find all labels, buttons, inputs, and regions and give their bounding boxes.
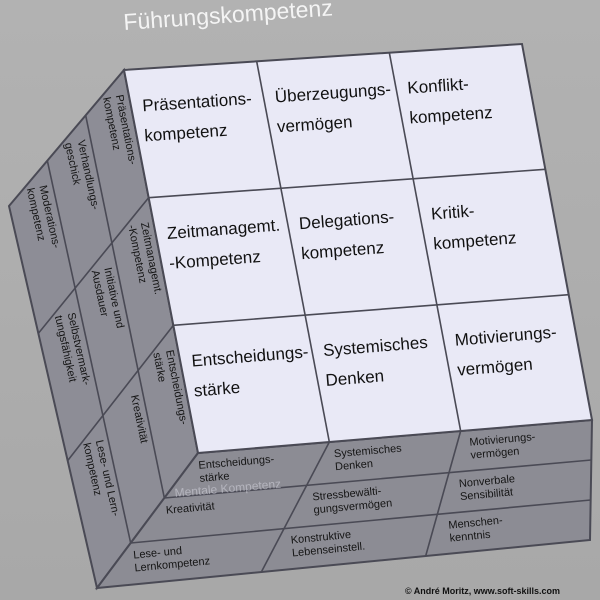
- bottom-cell-label-line: Motivierungs-: [469, 431, 536, 449]
- bottom-row-line-2: [130, 499, 591, 544]
- front-cell-label: Kritik-kompetenz: [430, 198, 517, 253]
- bottom-cell-label-line: kenntnis: [449, 529, 491, 545]
- bottom-cell-label-line: vermögen: [470, 446, 520, 462]
- bottom-cell-label-line: Nonverbale: [458, 473, 515, 490]
- bottom-cell-label: SystemischesDenken: [334, 442, 404, 473]
- bottom-cell-label-line: stärke: [199, 470, 230, 485]
- front-col-line-2: [388, 52, 462, 432]
- bottom-cell-label: Menschen-kenntnis: [448, 514, 505, 544]
- bottom-cell-label-line: Denken: [335, 458, 374, 473]
- bottom-cell-label-line: Sensibilität: [460, 486, 514, 503]
- grid-lines: [37, 52, 592, 573]
- left-cell-label-line: stärke: [150, 351, 168, 383]
- left-row-line-1: [37, 197, 150, 334]
- front-cell-label-line: Konflikt-: [407, 74, 470, 97]
- bottom-cell-label-line: Kreativität: [165, 500, 215, 516]
- bottom-cell-label-line: Lese- und: [133, 545, 183, 562]
- front-cell-label-line: Kritik-: [430, 201, 475, 223]
- front-cell-label: Präsentations-kompetenz: [142, 89, 255, 145]
- bottom-cell-label-line: Konstruktive: [290, 529, 351, 547]
- bottom-cell-label-line: Systemisches: [334, 442, 403, 460]
- copyright-credit: © André Moritz, www.soft-skills.com: [405, 586, 560, 596]
- front-cell-label-line: Denken: [325, 366, 385, 390]
- front-cell-label: Konflikt-kompetenz: [407, 73, 493, 128]
- bottom-col-line-2: [424, 430, 462, 557]
- left-col-line-1: [46, 160, 132, 544]
- front-row-line-2: [173, 293, 569, 327]
- front-row-line-1: [148, 168, 546, 199]
- bottom-row-line-1: [164, 459, 592, 499]
- bottom-col-line-1: [260, 441, 331, 573]
- bottom-cell-label: NonverbaleSensibilität: [458, 473, 516, 503]
- bottom-cell-label-line: Menschen-: [448, 514, 504, 531]
- left-row-line-2: [67, 324, 174, 462]
- left-col-line-2: [84, 115, 166, 499]
- front-cell-label-line: stärke: [193, 378, 241, 401]
- bottom-cell-label: Kreativität: [165, 500, 215, 516]
- front-col-line-1: [255, 61, 331, 443]
- bottom-cell-label: Motivierungs-vermögen: [469, 431, 537, 462]
